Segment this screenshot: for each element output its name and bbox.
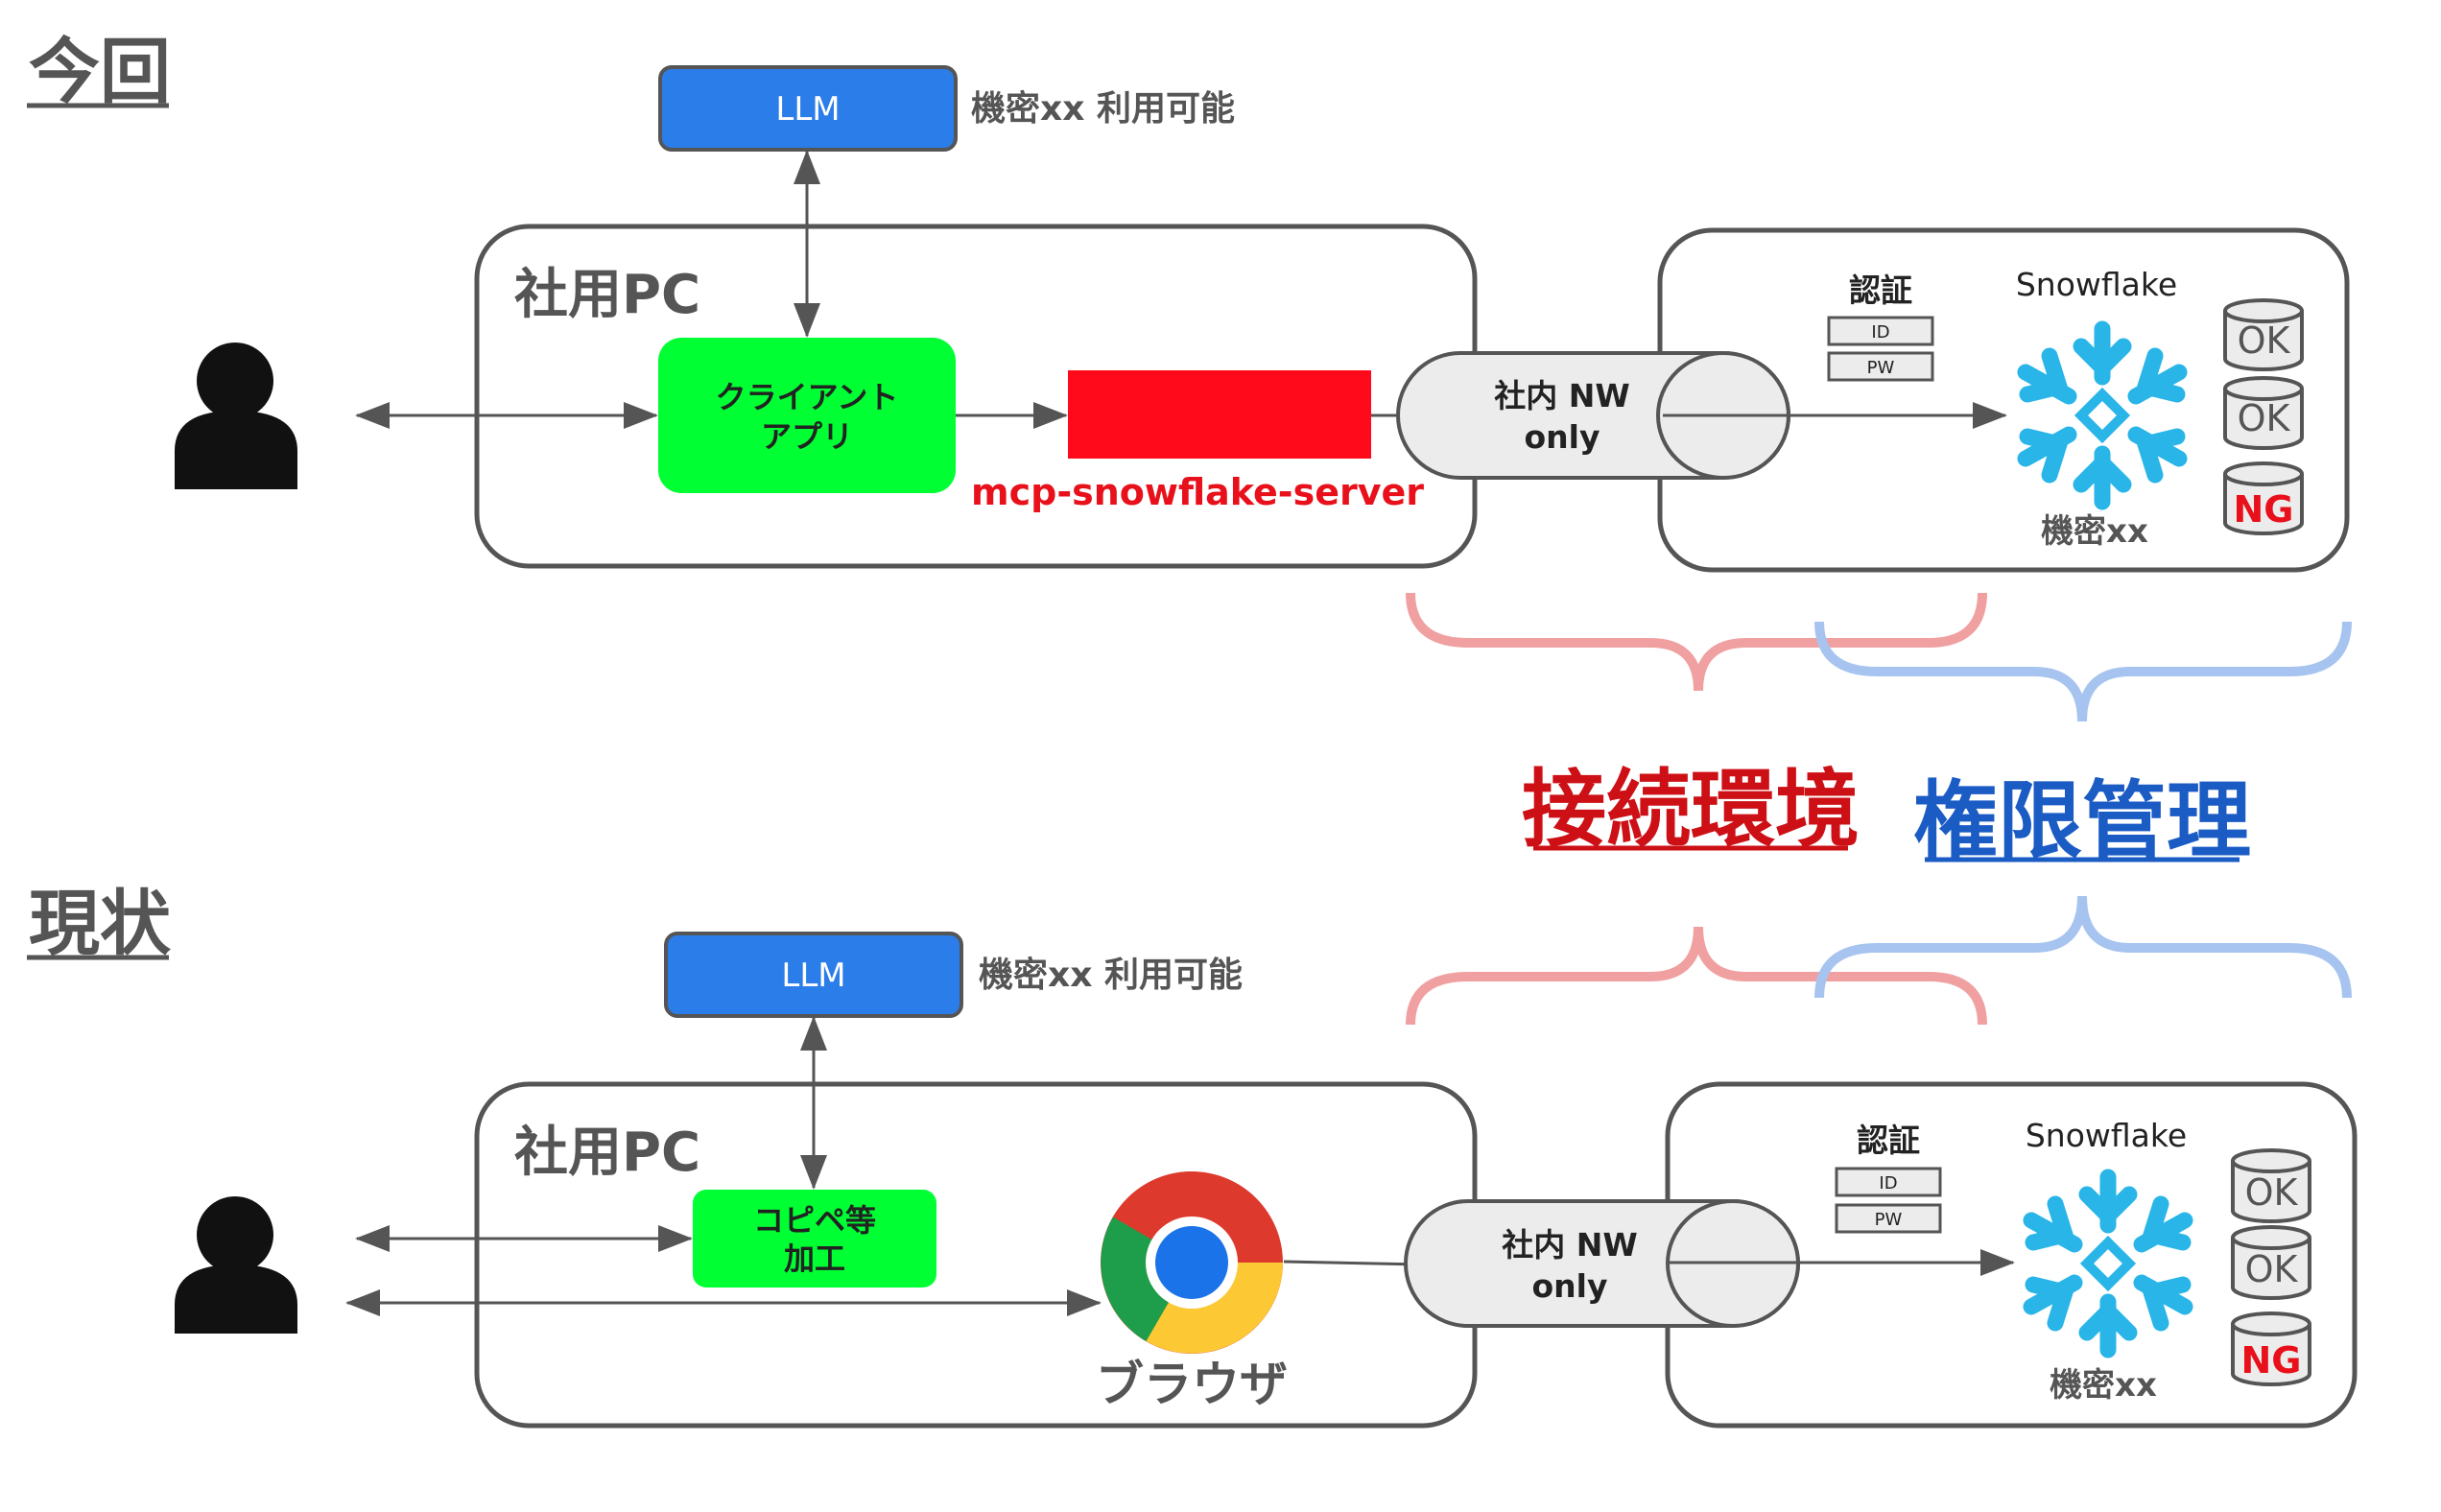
database-icon-ng: [2231, 1311, 2311, 1386]
user-icon: [175, 1196, 297, 1334]
database-icon-ok-1: [2231, 1148, 2311, 1223]
auth-id-box: [1835, 1167, 1942, 1197]
section-title-bottom: 現状: [29, 883, 172, 965]
auth-pw-label: PW: [1867, 358, 1895, 378]
db-label-3: NG: [2234, 488, 2294, 531]
snowflake-label: Snowflake: [2026, 1117, 2187, 1154]
copy-paste-label-1: コピペ等: [753, 1202, 876, 1239]
browser-label: ブラウザ: [1096, 1357, 1288, 1412]
auth-id-label: ID: [1871, 322, 1889, 343]
network-cylinder: [1404, 1199, 1800, 1328]
legend: 接続環境 権限管理: [1406, 592, 2352, 1026]
nw-label-2: only: [1532, 1267, 1608, 1305]
db-label-3: NG: [2241, 1339, 2302, 1382]
nw-label-2: only: [1525, 418, 1600, 456]
snowflake-label: Snowflake: [2016, 266, 2177, 303]
snowflake-logo-icon: [2026, 329, 2179, 502]
permission-mgmt-label: 権限管理: [1913, 771, 2251, 870]
db-label-1: OK: [2238, 319, 2291, 362]
mcp-server-box: [1068, 370, 1371, 459]
auth-title: 認証: [1849, 272, 1912, 309]
client-app-label-2: アプリ: [761, 418, 853, 455]
llm-label: LLM: [781, 957, 845, 995]
db-label-2: OK: [2238, 397, 2291, 439]
database-icon-ok-2: [2223, 376, 2304, 450]
auth-pw-label: PW: [1875, 1210, 1903, 1230]
auth-title: 認証: [1857, 1122, 1920, 1159]
brace-connection-bottom: [1406, 926, 1987, 1026]
chrome-browser-icon: [1101, 1171, 1283, 1354]
connection-env-label: 接続環境: [1522, 760, 1860, 859]
database-icon-ok-2: [2231, 1225, 2311, 1300]
db-label-2: OK: [2245, 1248, 2299, 1290]
llm-note: 機密xx 利用可能: [979, 955, 1243, 995]
database-icon-ng: [2223, 461, 2304, 535]
browser-nw-line: [1283, 1260, 1421, 1266]
snowflake-logo-icon: [2031, 1177, 2185, 1350]
llm-note: 機密xx 利用可能: [971, 88, 1235, 129]
nw-label-1: 社内 NW: [1502, 1226, 1638, 1264]
auth-id-label: ID: [1879, 1173, 1897, 1193]
brace-connection-top: [1406, 592, 1987, 692]
brace-permission-bottom: [1814, 895, 2352, 999]
nw-label-1: 社内 NW: [1494, 377, 1630, 414]
client-app-label-1: クライアント: [716, 379, 899, 415]
pc-title: 社用PC: [514, 264, 700, 326]
auth-pw-box: [1835, 1203, 1942, 1234]
brace-permission-top: [1814, 621, 2352, 722]
user-icon: [175, 343, 297, 489]
auth-pw-box: [1827, 351, 1934, 382]
database-icon-ok-1: [2223, 298, 2304, 371]
auth-id-box: [1827, 316, 1934, 346]
section-title-top: 今回: [29, 31, 171, 113]
bottom-section: 現状 LLM 機密xx 利用可能 社用PC コピペ等 加工: [27, 883, 2358, 1429]
mcp-server-label: mcp-snowflake-server: [971, 471, 1424, 513]
db-label-1: OK: [2245, 1171, 2299, 1214]
copy-paste-box: [693, 1190, 936, 1288]
client-app-box: [658, 338, 956, 493]
secret-label: 機密xx: [2041, 512, 2148, 551]
secret-label: 機密xx: [2050, 1366, 2157, 1405]
llm-label: LLM: [775, 90, 840, 129]
copy-paste-label-2: 加工: [784, 1240, 845, 1277]
top-section: 今回 LLM 機密xx 利用可能 社用PC クライアント アプリ mcp-sno…: [27, 31, 2350, 573]
pc-title: 社用PC: [514, 1122, 700, 1184]
